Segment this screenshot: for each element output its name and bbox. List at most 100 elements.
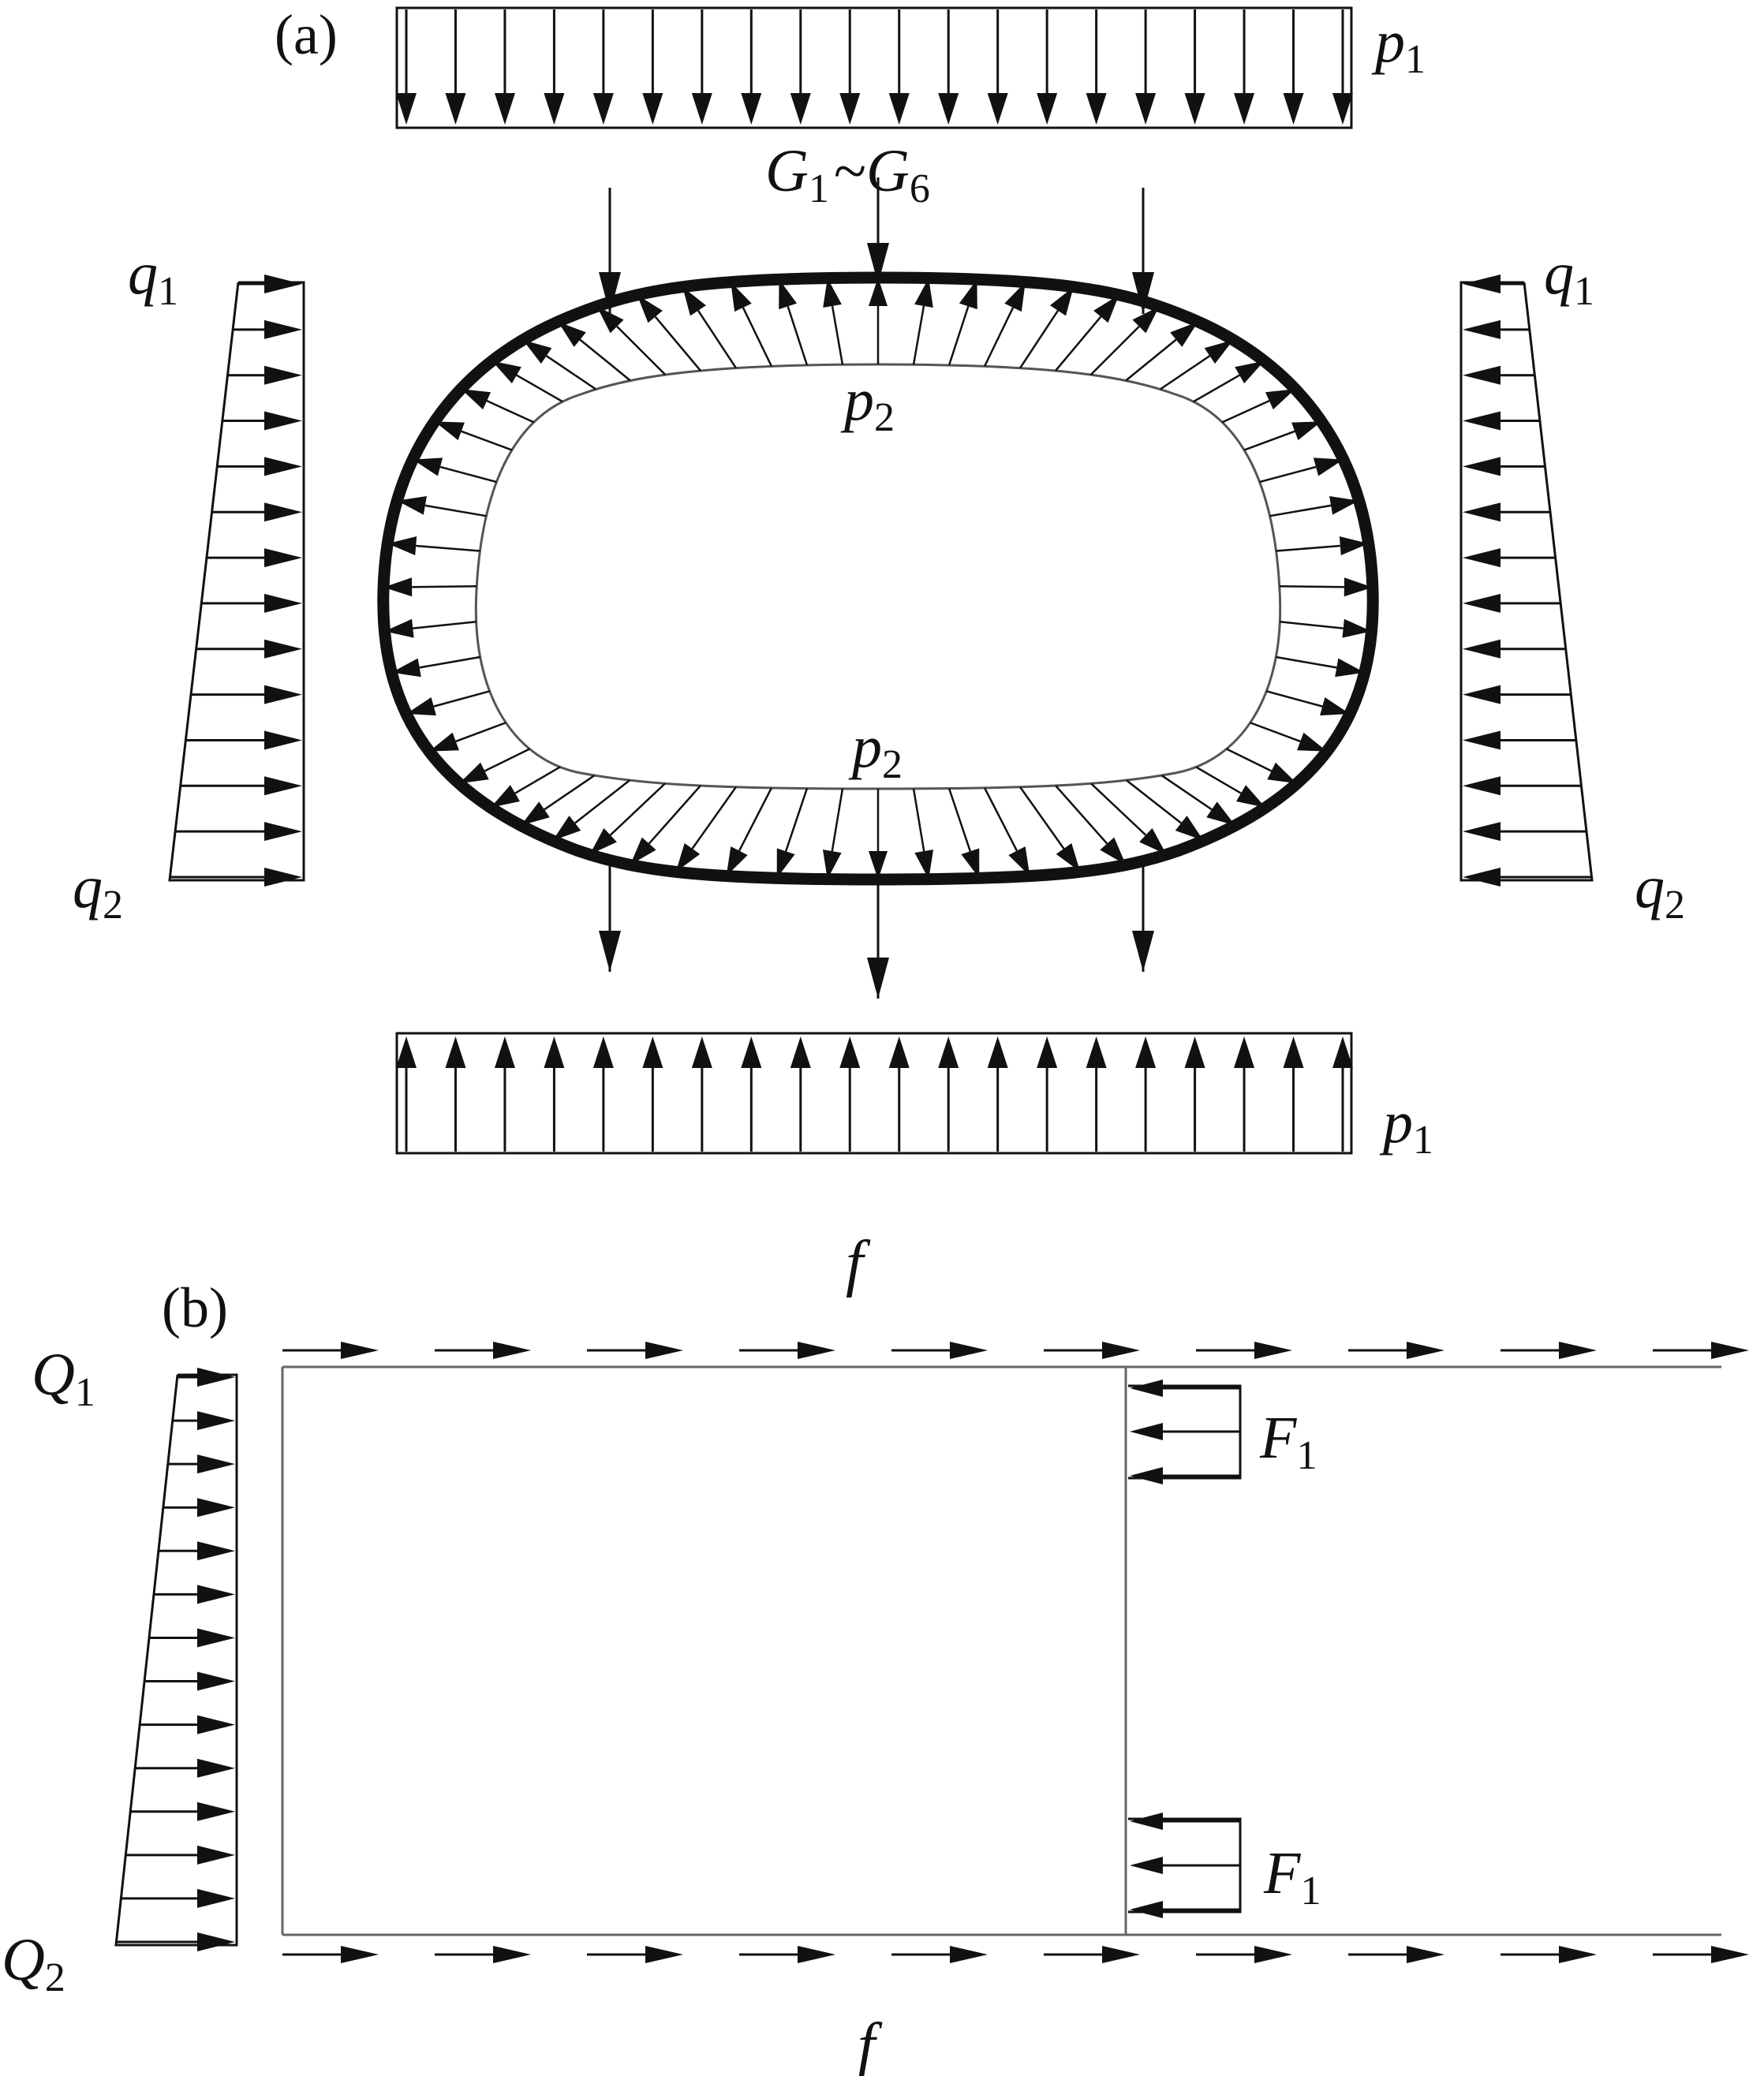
p2-arrow [1243,421,1322,451]
p2-arrow [558,321,631,382]
q1-right-label: q1 [1544,241,1594,314]
p1-top-arrow-head [839,93,861,125]
p2-arrow [1018,286,1074,369]
q-left-arrow-head [264,593,302,613]
p2-arrow-head [1329,496,1359,515]
q-right-arrow-head [1463,319,1501,339]
p2-arrow-shaft [419,655,480,669]
right-q-load [1459,274,1594,887]
p2-arrow [776,788,809,879]
p2-arrow-shaft [1195,766,1242,794]
p1-bottom-arrow [642,1036,663,1152]
Q-arrow-head [197,1585,235,1604]
f-top-arrow-head [1407,1342,1444,1359]
p1-top-arrow [1086,9,1107,125]
p2-arrow [947,788,980,879]
g-load-head-mid [867,243,889,284]
p2-arrow-head [1132,306,1160,334]
Q-arrow-head [197,1758,235,1778]
f-top-arrow-head [798,1342,835,1359]
p2-arrow-shaft [1276,544,1340,552]
p1-top-arrow-head [1234,93,1255,125]
p2-arrow-shaft [697,310,738,369]
p2-arrow [1019,786,1081,872]
q-left-arrow [211,502,302,522]
p2-arrow-head [1004,282,1026,312]
p2-arrow-shaft [412,585,477,588]
p2-arrow [675,786,737,872]
p2-arrow-shaft [912,788,925,852]
F1-bottom-label: F1 [1263,1840,1321,1914]
p1-bottom-arrow [494,1036,515,1152]
q-left-arrow-head [264,822,302,842]
p1-bottom-arrow [839,1036,861,1152]
p2-arrow-head [459,762,489,784]
Q-arrow-head [197,1932,235,1951]
p2-arrow-head [1204,340,1234,364]
p1-bottom-arrow-head [741,1036,762,1068]
q-right-arrow [1463,868,1592,887]
p2-arrow [1259,457,1344,484]
q-left-arrow-head [264,868,302,887]
g-loads-top [599,177,1154,314]
q-left-arrow-head [264,411,302,431]
p2-arrow [596,306,667,375]
q-left-arrow [206,548,302,568]
F1-top-arrow-head [1130,1423,1163,1440]
g-load-bottom-left-head [599,931,621,972]
p1-top-arrow [445,9,466,125]
p2-arrow [397,496,487,517]
panel-b: (b) f f Q1 Q2 F1 F1 [2,1229,1749,2076]
q-right-arrow [1463,365,1535,385]
p1-bottom-arrow-head [1283,1036,1304,1068]
p2-arrow-head [1265,389,1295,410]
F1-bottom-arrow-head [1130,1901,1163,1918]
p1-top-arrow [1184,9,1205,125]
p2-arrow-head [914,278,933,308]
g-loads-bottom [599,856,1154,999]
p2-arrow-head [1335,658,1365,678]
p2-arrow [387,536,480,555]
p2-arrow-head [822,849,842,879]
p2-arrow-head [1008,846,1030,876]
f-top-arrow [891,1342,988,1359]
p2-arrow-shaft [1089,325,1140,375]
q-right-arrow [1463,685,1572,704]
p1-top-arrow-head [1086,93,1107,125]
q-left-arrow [201,593,302,613]
q-left-arrow [237,274,302,293]
p2-arrow [461,389,535,424]
q1-left-label: q1 [128,241,178,314]
Q-arrow-head [197,1498,235,1518]
p2-arrow-head [413,457,443,476]
F1-top-arrow-head [1130,1467,1163,1484]
bottom-p1-load [395,1032,1353,1155]
p2-arrow [912,788,934,879]
p2-bottom-label: p2 [848,714,903,787]
F1-top-arrow [1130,1423,1240,1440]
p1-top-arrow [790,9,811,125]
p2-arrow [1160,775,1235,826]
p2-arrow-head [383,577,413,597]
p1-bottom-arrow [445,1036,466,1152]
p1-top-arrow [1037,9,1058,125]
p2-arrow-shaft [579,338,631,382]
q-left-arrow-head [264,502,302,522]
q-right-arrow [1463,639,1566,659]
f-bottom-arrow [1653,1946,1749,1963]
Q-arrow [149,1628,235,1648]
p1-top-arrow [642,9,663,125]
Q-arrow [163,1498,235,1518]
p2-arrow-shaft [1090,782,1147,836]
f-bottom-arrow-head [950,1946,988,1963]
q-left-arrow-head [264,365,302,385]
f-top-arrow [739,1342,835,1359]
p2-arrow [947,279,977,366]
Q-arrow-head [197,1715,235,1734]
q-left-arrow-head [264,319,302,339]
left-Q-arrows [116,1368,235,1951]
f-bottom-arrow-head [493,1946,531,1963]
p1-top-arrow-head [396,93,417,125]
Q-arrow [140,1715,235,1734]
